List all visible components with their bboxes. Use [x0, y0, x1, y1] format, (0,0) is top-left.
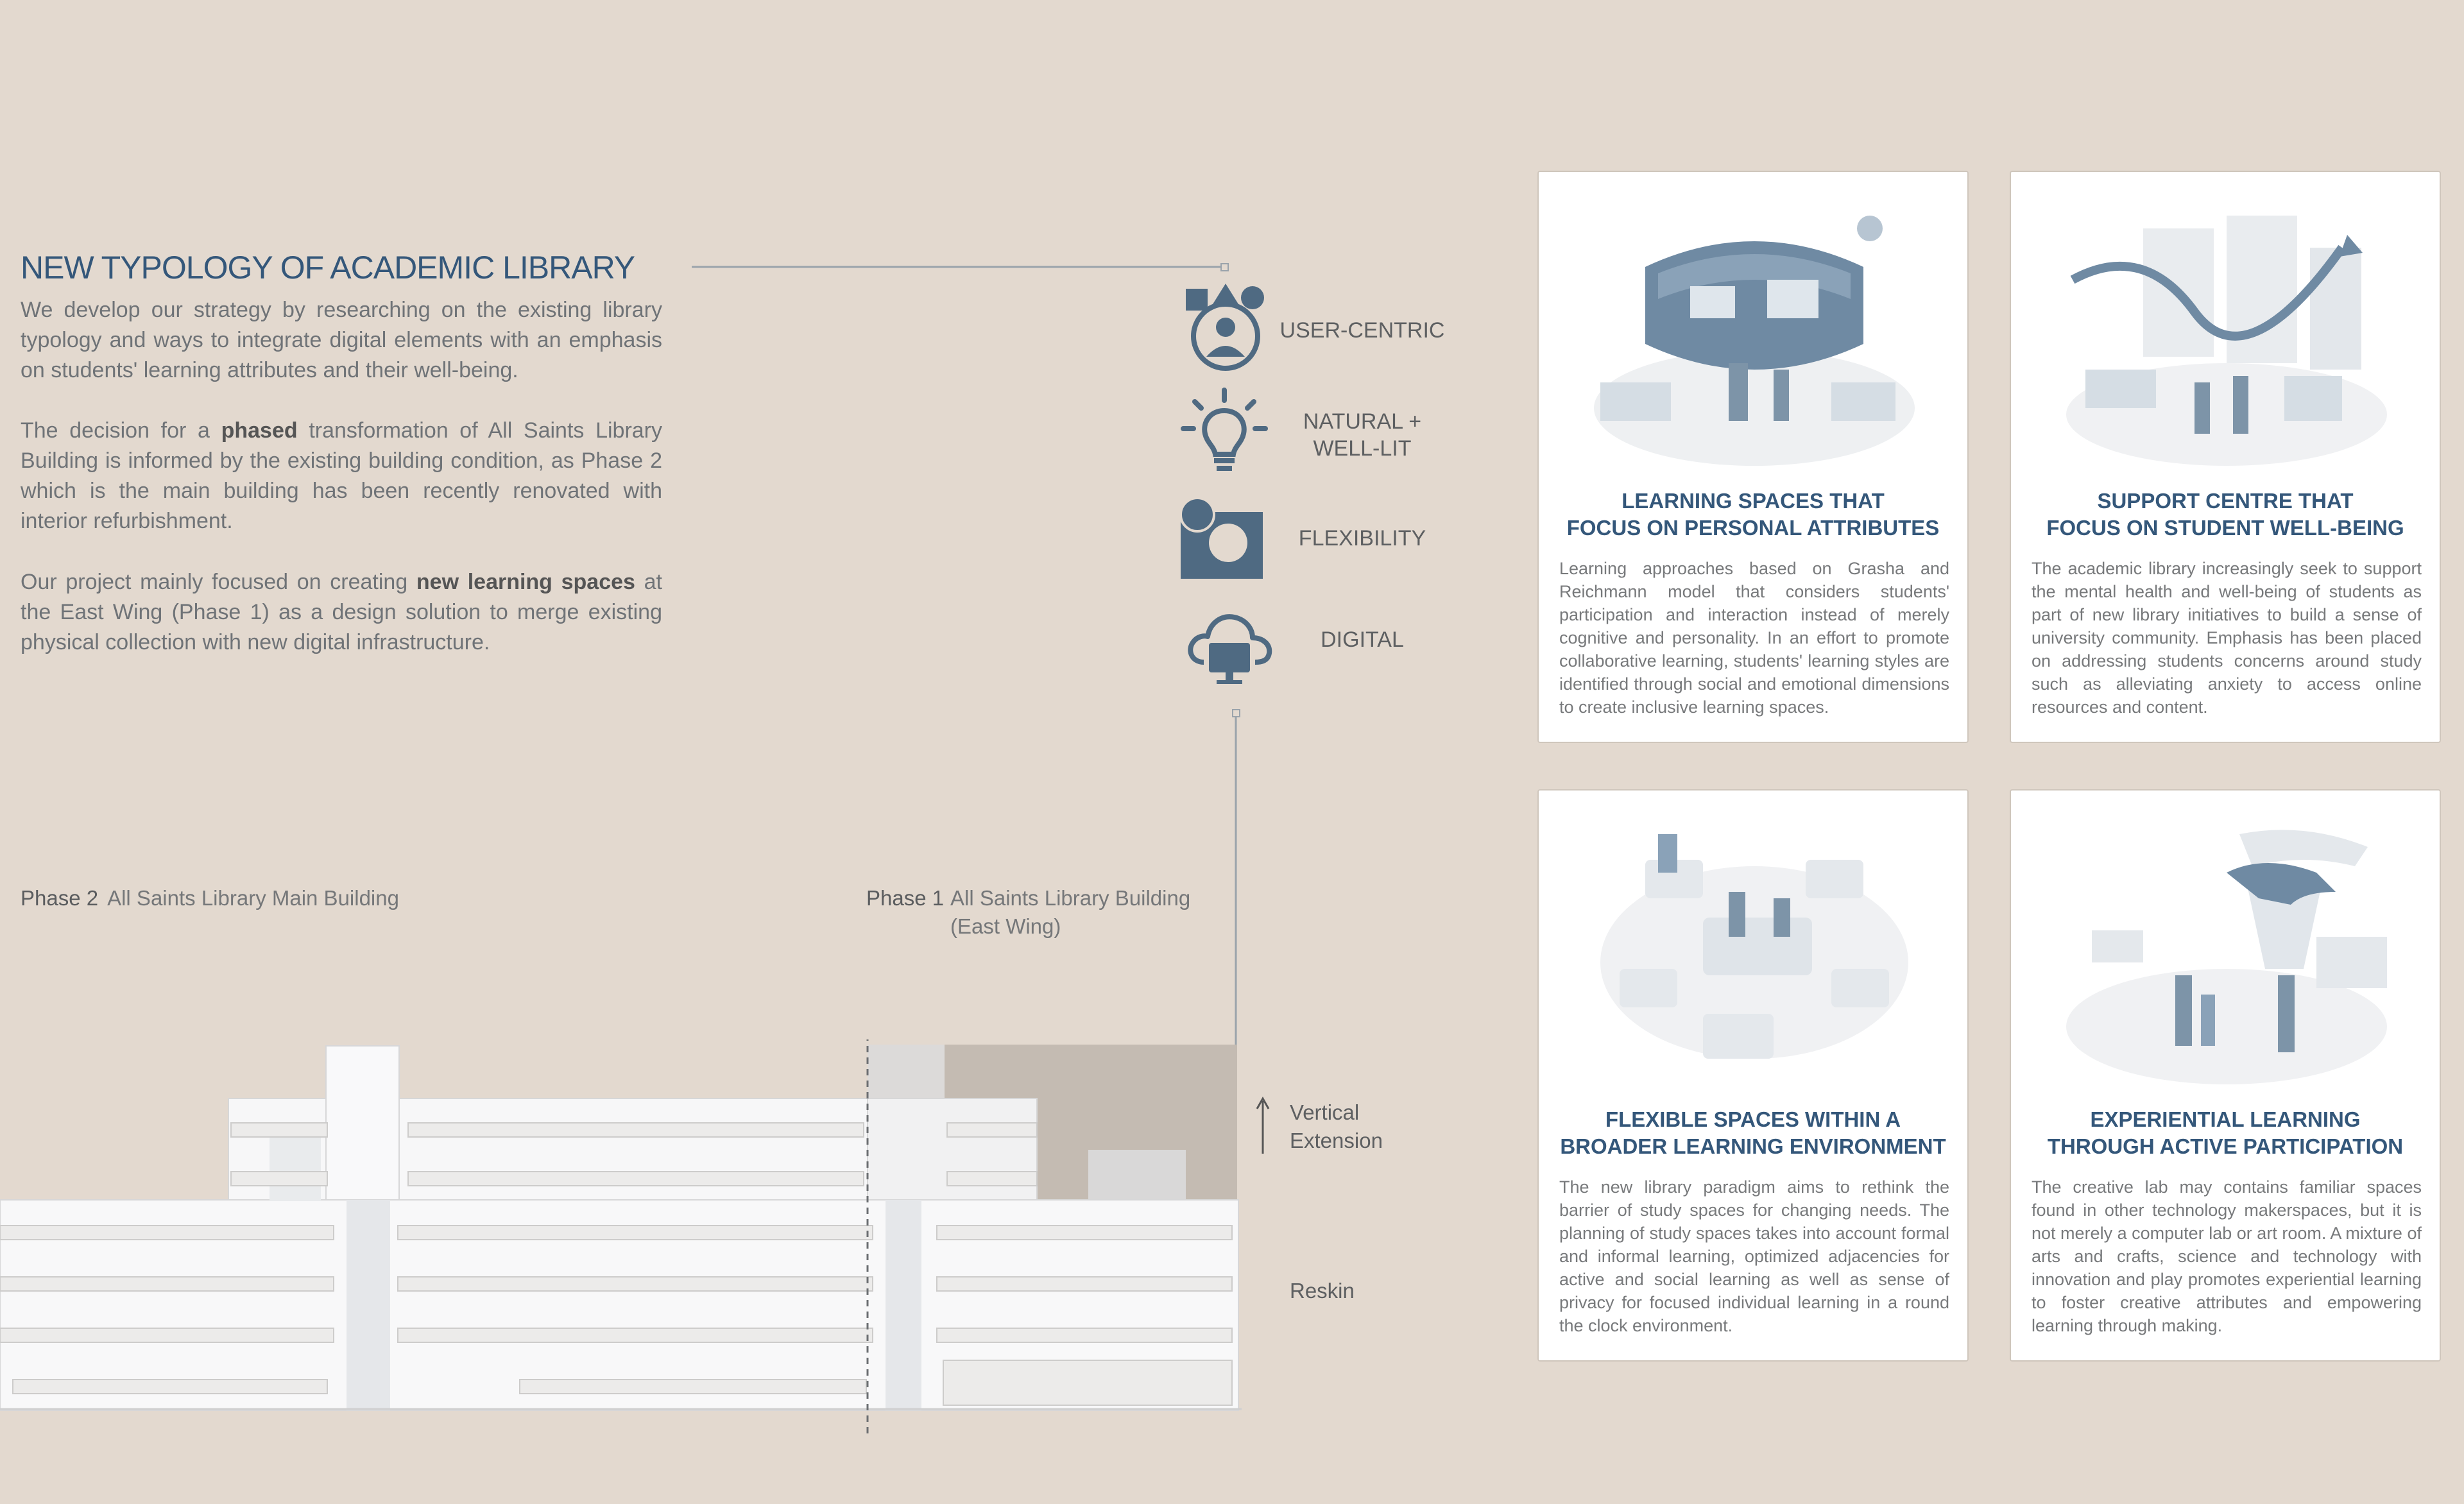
- phase-1-name-line-2: (East Wing): [950, 914, 1061, 938]
- intro-p2-end: transformation of All Saints Library Bui…: [21, 418, 663, 533]
- card-2-body: The academic library increasingly seek t…: [2032, 559, 2422, 717]
- card-4-body: The creative lab may contains familiar s…: [2032, 1177, 2422, 1335]
- intro-paragraph-3: Our project mainly focused on creating n…: [21, 567, 662, 658]
- intro-p3-start: Our project mainly focused on creating: [21, 570, 416, 594]
- card-support-centre: SUPPORT CENTRE THAT FOCUS ON STUDENT WEL…: [2010, 171, 2441, 743]
- principle-digital-label: DIGITAL: [1321, 628, 1404, 652]
- phase-1-number: Phase 1: [866, 886, 945, 910]
- phase-2-number: Phase 2: [21, 886, 99, 910]
- intro-p3-end: at the East Wing (Phase 1) as a design s…: [21, 570, 662, 654]
- card-1-body: Learning approaches based on Grasha and …: [1559, 559, 1949, 717]
- learning-spaces-illustration: [1594, 216, 1915, 466]
- card-flexible-spaces: FLEXIBLE SPACES WITHIN A BROADER LEARNIN…: [1537, 789, 1969, 1362]
- phase-2-name: All Saints Library Main Building: [107, 886, 399, 910]
- principle-flexibility-label: FLEXIBILITY: [1298, 526, 1426, 551]
- reskin-label: Reskin: [1290, 1279, 1355, 1303]
- phase-1-label: Phase 1: [866, 884, 953, 912]
- intro-paragraph-2: The decision for a phased transformation…: [21, 416, 662, 536]
- intro-p2-highlight: phased: [221, 418, 298, 443]
- card-4-title: EXPERIENTIAL LEARNING THROUGH ACTIVE PAR…: [2047, 1107, 2404, 1158]
- intro-p2-start: The decision for a: [21, 418, 221, 443]
- principle-user-centric-label: USER-CENTRIC: [1279, 318, 1445, 343]
- card-experiential-learning: EXPERIENTIAL LEARNING THROUGH ACTIVE PAR…: [2010, 789, 2441, 1362]
- intro-paragraph-1: We develop our strategy by researching o…: [21, 298, 662, 382]
- card-2-title: SUPPORT CENTRE THAT FOCUS ON STUDENT WEL…: [2046, 489, 2404, 540]
- flexible-spaces-illustration: [1600, 834, 1908, 1059]
- phase-1-name: All Saints Library Building (East Wing): [950, 884, 1190, 941]
- card-3-title: FLEXIBLE SPACES WITHIN A BROADER LEARNIN…: [1560, 1107, 1946, 1158]
- cloud-computer-icon: [1188, 614, 1272, 684]
- card-3-body: The new library paradigm aims to rethink…: [1559, 1177, 1949, 1335]
- lightbulb-icon: [1181, 388, 1268, 471]
- support-centre-illustration: [2066, 216, 2387, 466]
- phase-1-name-line-1: All Saints Library Building: [950, 886, 1191, 910]
- title-connector-node: [1220, 263, 1229, 271]
- user-centric-icon: [1186, 284, 1264, 371]
- phase-2-label: Phase 2 All Saints Library Main Building: [21, 884, 399, 912]
- vertical-extension-line-2: Extension: [1290, 1129, 1383, 1152]
- principle-natural-label: NATURAL + WELL-LIT: [1303, 409, 1422, 461]
- vertical-extension-arrow: [1256, 1096, 1270, 1154]
- experiential-learning-illustration: [2066, 830, 2387, 1084]
- vertical-connector-node: [1232, 709, 1240, 717]
- vertical-extension-line-1: Vertical: [1290, 1100, 1360, 1124]
- building-elevation: [0, 1039, 1242, 1435]
- card-1-title: LEARNING SPACES THAT FOCUS ON PERSONAL A…: [1566, 489, 1940, 540]
- flexibility-icon: [1179, 497, 1263, 579]
- page-title: NEW TYPOLOGY OF ACADEMIC LIBRARY: [21, 250, 635, 286]
- intro-p3-highlight: new learning spaces: [416, 570, 635, 594]
- card-learning-spaces: LEARNING SPACES THAT FOCUS ON PERSONAL A…: [1537, 171, 1969, 743]
